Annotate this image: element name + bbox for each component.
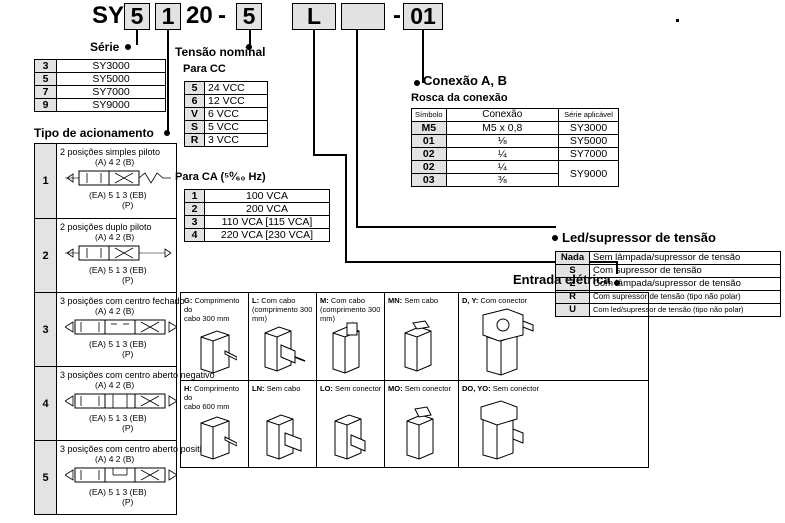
- serie-dot: [125, 44, 131, 50]
- valve-symbol-icon: [65, 319, 177, 335]
- port-leader-v: [422, 30, 424, 83]
- electrical-leader-h2: [345, 261, 617, 263]
- dash-2: -: [393, 2, 401, 29]
- serie-heading: Série: [90, 40, 120, 54]
- valve-symbol-icon: [65, 245, 172, 261]
- actuation-row-3: 3 3 posições com centro fechado (A) 4 2 …: [35, 292, 185, 366]
- din-connector-icon: [482, 308, 534, 376]
- actuation-row-1: 1 2 posições simples piloto (A) 4 2 (B) …: [35, 144, 176, 218]
- model-prefix: SY: [92, 2, 125, 29]
- led-heading: Led/supressor de tensão: [562, 230, 716, 245]
- solenoid-cable-icon: [200, 416, 237, 460]
- corner-mark: [676, 19, 679, 22]
- electrical-entry-grid: G: Comprimento do cabo 300 mm L: Com cab…: [180, 292, 649, 468]
- entrada-heading: Entrada elétrica: [513, 272, 611, 287]
- entry-cell-m: M: Com cabo (comprimento 300 mm): [317, 293, 385, 381]
- entry-cell-l: L: Com cabo (comprimento 300 mm): [249, 293, 317, 381]
- solenoid-socket-icon: [404, 320, 432, 372]
- actuation-row-4: 4 3 posições com centro aberto negativo …: [35, 366, 215, 440]
- entry-cell-ln: LN: Sem cabo: [249, 381, 317, 467]
- solenoid-cable-icon: [200, 330, 237, 374]
- port-code-box: 01: [403, 3, 443, 30]
- valve-symbol-icon: [65, 170, 171, 186]
- series-leader: [136, 30, 138, 45]
- actuation-leader: [167, 30, 169, 133]
- actuation-code-box: 1: [155, 3, 181, 30]
- electrical-leader-v2: [345, 154, 347, 262]
- conexao-dot: [414, 80, 420, 86]
- entry-cell-g: G: Comprimento do cabo 300 mm: [181, 293, 249, 381]
- led-dot: [552, 235, 558, 241]
- actuation-row-2: 2 2 posições duplo piloto (A) 4 2 (B) (E…: [35, 218, 176, 292]
- entry-cell-mo: MO: Sem conector: [385, 381, 459, 467]
- electrical-code-box: L: [292, 3, 336, 30]
- voltage-leader: [249, 30, 251, 46]
- conexao-heading: Conexão A, B: [423, 73, 508, 88]
- electrical-leader-v: [313, 30, 315, 155]
- solenoid-plug-icon: [264, 326, 306, 372]
- solenoid-socket-icon: [334, 414, 366, 460]
- entry-cell-doyo: DO, YO: Sem conector: [459, 381, 648, 467]
- table-row: Símbolo Conexão Série aplicável: [411, 108, 619, 122]
- led-leader-h: [356, 226, 556, 228]
- solenoid-plug-icon: [332, 321, 360, 374]
- body-code: 20: [186, 2, 213, 29]
- entrada-dot: [614, 280, 620, 286]
- entry-cell-dy: D, Y: Com conector: [459, 293, 648, 381]
- series-code-box: 5: [124, 3, 150, 30]
- led-leader-v: [356, 30, 358, 227]
- solenoid-socket-icon: [406, 406, 434, 460]
- tensao-dot: [246, 44, 252, 50]
- entry-cell-h: H: Comprimento do cabo 600 mm: [181, 381, 249, 467]
- electrical-leader-h: [313, 154, 346, 156]
- valve-symbol-icon: [65, 467, 177, 483]
- voltage-code-box: 5: [236, 3, 262, 30]
- entry-cell-lo: LO: Sem conector: [317, 381, 385, 467]
- din-base-icon: [480, 400, 524, 460]
- valve-symbol-icon: [65, 393, 177, 409]
- acionamento-heading: Tipo de acionamento: [34, 126, 154, 140]
- tensao-heading: Tensão nominal: [175, 45, 266, 59]
- acionamento-table: 1 2 posições simples piloto (A) 4 2 (B) …: [34, 143, 215, 515]
- solenoid-socket-icon: [266, 414, 302, 460]
- cc-heading: Para CC: [183, 63, 226, 75]
- ca-heading: Para CA (⁵⁰⁄₆₀ Hz): [175, 171, 266, 183]
- dash-1: -: [218, 2, 226, 29]
- conexao-subheading: Rosca da conexão: [411, 92, 508, 104]
- actuation-row-5: 5 3 posições com centro aberto positivo …: [35, 440, 211, 514]
- entry-cell-mn: MN: Sem cabo: [385, 293, 459, 381]
- acionamento-dot: [164, 130, 170, 136]
- led-code-box: [341, 3, 385, 30]
